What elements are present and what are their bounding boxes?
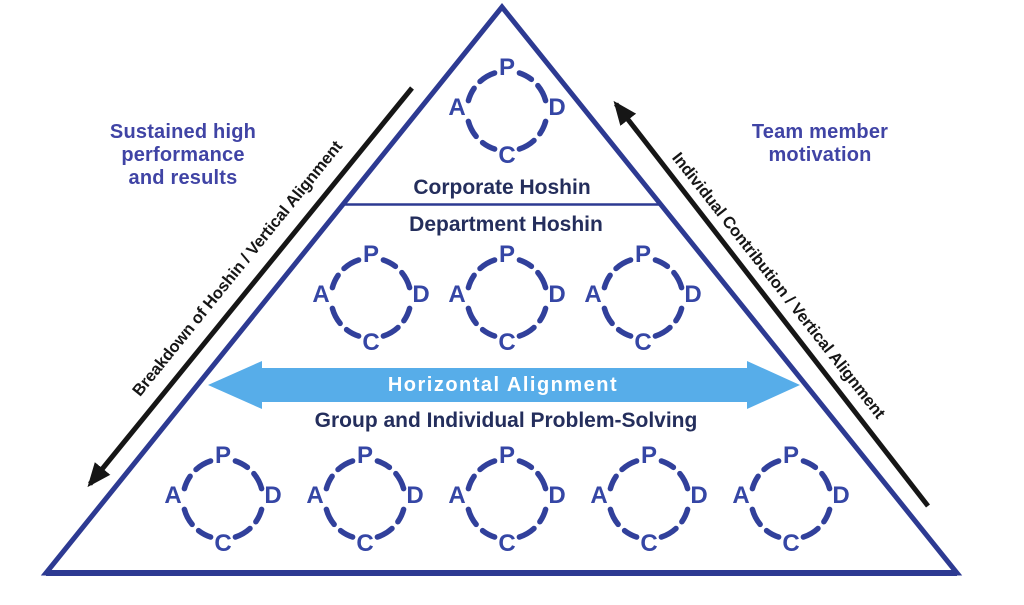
pdca-letter-do: D xyxy=(684,281,701,308)
pdca-letter-check: C xyxy=(498,530,515,557)
pdca-letter-plan: P xyxy=(783,442,799,469)
pdca-letter-check: C xyxy=(498,142,515,169)
pdca-letter-plan: P xyxy=(499,241,515,268)
pdca-letter-do: D xyxy=(548,281,565,308)
pdca-letter-do: D xyxy=(412,281,429,308)
pdca-letter-check: C xyxy=(214,530,231,557)
pdca-letter-check: C xyxy=(362,329,379,356)
team-member-motivation-text: Team member motivation xyxy=(751,121,889,167)
pdca-letter-act: A xyxy=(584,281,601,308)
pdca-ring xyxy=(326,461,403,537)
pdca-letter-do: D xyxy=(548,94,565,121)
department-hoshin-label: Department Hoshin xyxy=(409,213,603,236)
pdca-letter-act: A xyxy=(732,482,749,509)
corporate-hoshin-label: Corporate Hoshin xyxy=(413,176,591,199)
pdca-letter-do: D xyxy=(690,482,707,509)
pdca-letter-act: A xyxy=(312,281,329,308)
group-pdca-cycle-1: P D C A xyxy=(164,442,281,557)
pdca-letter-act: A xyxy=(448,94,465,121)
pdca-letter-do: D xyxy=(832,482,849,509)
pdca-letter-act: A xyxy=(448,281,465,308)
group-pdca-cycle-4: P D C A xyxy=(590,442,707,557)
pdca-letter-plan: P xyxy=(635,241,651,268)
pdca-letter-act: A xyxy=(590,482,607,509)
pdca-ring xyxy=(604,260,681,336)
pdca-letter-plan: P xyxy=(499,442,515,469)
pdca-ring xyxy=(332,260,409,336)
pdca-letter-plan: P xyxy=(215,442,231,469)
pdca-letter-plan: P xyxy=(499,54,515,81)
department-pdca-cycle-1: P D C A xyxy=(312,241,429,356)
group-problem-solving-label: Group and Individual Problem-Solving xyxy=(314,409,698,432)
breakdown-down-arrow xyxy=(87,86,414,488)
department-pdca-cycle-2: P D C A xyxy=(448,241,565,356)
pdca-letter-do: D xyxy=(406,482,423,509)
sustained-performance-text: Sustained high performance and results xyxy=(109,121,257,190)
pdca-ring xyxy=(184,461,261,537)
group-pdca-cycle-3: P D C A xyxy=(448,442,565,557)
pdca-letter-check: C xyxy=(634,329,651,356)
pdca-letter-plan: P xyxy=(641,442,657,469)
pdca-ring xyxy=(468,260,545,336)
corporate-pdca-cycle: P D C A xyxy=(448,54,565,169)
pdca-ring xyxy=(468,461,545,537)
pdca-letter-act: A xyxy=(306,482,323,509)
pdca-letter-act: A xyxy=(448,482,465,509)
pdca-letter-check: C xyxy=(782,530,799,557)
pdca-letter-check: C xyxy=(498,329,515,356)
pdca-letter-plan: P xyxy=(363,241,379,268)
pdca-ring xyxy=(468,73,545,149)
pdca-letter-do: D xyxy=(264,482,281,509)
pdca-ring xyxy=(610,461,687,537)
horizontal-alignment-label: Horizontal Alignment xyxy=(387,374,619,396)
pdca-letter-act: A xyxy=(164,482,181,509)
pdca-ring xyxy=(752,461,829,537)
pdca-letter-plan: P xyxy=(357,442,373,469)
group-pdca-cycle-5: P D C A xyxy=(732,442,849,557)
individual-contribution-up-arrow xyxy=(613,100,930,508)
pdca-letter-check: C xyxy=(356,530,373,557)
department-pdca-cycle-3: P D C A xyxy=(584,241,701,356)
group-pdca-cycle-2: P D C A xyxy=(306,442,423,557)
pdca-letter-check: C xyxy=(640,530,657,557)
horizontal-alignment-arrow xyxy=(208,361,800,409)
pdca-letter-do: D xyxy=(548,482,565,509)
